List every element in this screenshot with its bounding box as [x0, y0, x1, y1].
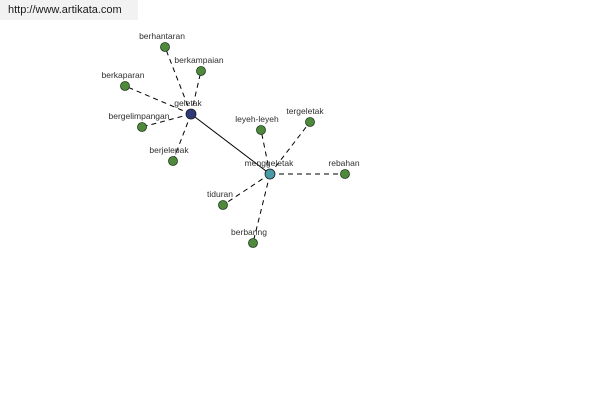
node-label-tiduran[interactable]: tiduran [207, 189, 233, 199]
labels-layer: geletak menggeletak berhantaran berkampaian… [101, 31, 359, 237]
node-bergelimpangan[interactable] [137, 122, 147, 132]
source-url-label[interactable]: http://www.artikata.com [0, 0, 138, 20]
edge-menggeletak-tiduran [222, 173, 271, 206]
edge-menggeletak-leyeh-leyeh [260, 129, 271, 175]
node-leyeh-leyeh[interactable] [256, 125, 266, 135]
node-label-berjelepak[interactable]: berjelepak [149, 145, 189, 155]
edge-geletak-berhantaran [164, 46, 192, 115]
node-rebahan[interactable] [340, 169, 350, 179]
node-label-berkampaian[interactable]: berkampaian [174, 55, 223, 65]
node-label-leyeh-leyeh[interactable]: leyeh-leyeh [235, 114, 279, 124]
node-label-geletak[interactable]: geletak [174, 98, 202, 108]
node-berbaring[interactable] [248, 238, 258, 248]
node-berkaparan[interactable] [120, 81, 130, 91]
node-label-berkaparan[interactable]: berkaparan [101, 70, 144, 80]
node-berjelepak[interactable] [168, 156, 178, 166]
edges-layer [124, 46, 345, 244]
edge-menggeletak-berbaring [252, 173, 271, 244]
node-tiduran[interactable] [218, 200, 228, 210]
node-label-tergeletak[interactable]: tergeletak [286, 106, 324, 116]
node-label-menggeletak[interactable]: menggeletak [245, 158, 294, 168]
edge-geletak-berkaparan [124, 85, 192, 115]
node-geletak[interactable] [185, 108, 197, 120]
node-label-rebahan[interactable]: rebahan [328, 158, 359, 168]
edge-menggeletak-tergeletak [269, 121, 311, 175]
node-tergeletak[interactable] [305, 117, 315, 127]
edge-geletak-menggeletak [190, 113, 271, 175]
node-label-berhantaran[interactable]: berhantaran [139, 31, 185, 41]
node-berhantaran[interactable] [160, 42, 170, 52]
nodes-layer [120, 42, 350, 248]
edge-geletak-berkampaian [190, 70, 202, 115]
node-label-berbaring[interactable]: berbaring [231, 227, 267, 237]
node-menggeletak[interactable] [264, 168, 276, 180]
node-berkampaian[interactable] [196, 66, 206, 76]
node-label-bergelimpangan[interactable]: bergelimpangan [109, 111, 170, 121]
